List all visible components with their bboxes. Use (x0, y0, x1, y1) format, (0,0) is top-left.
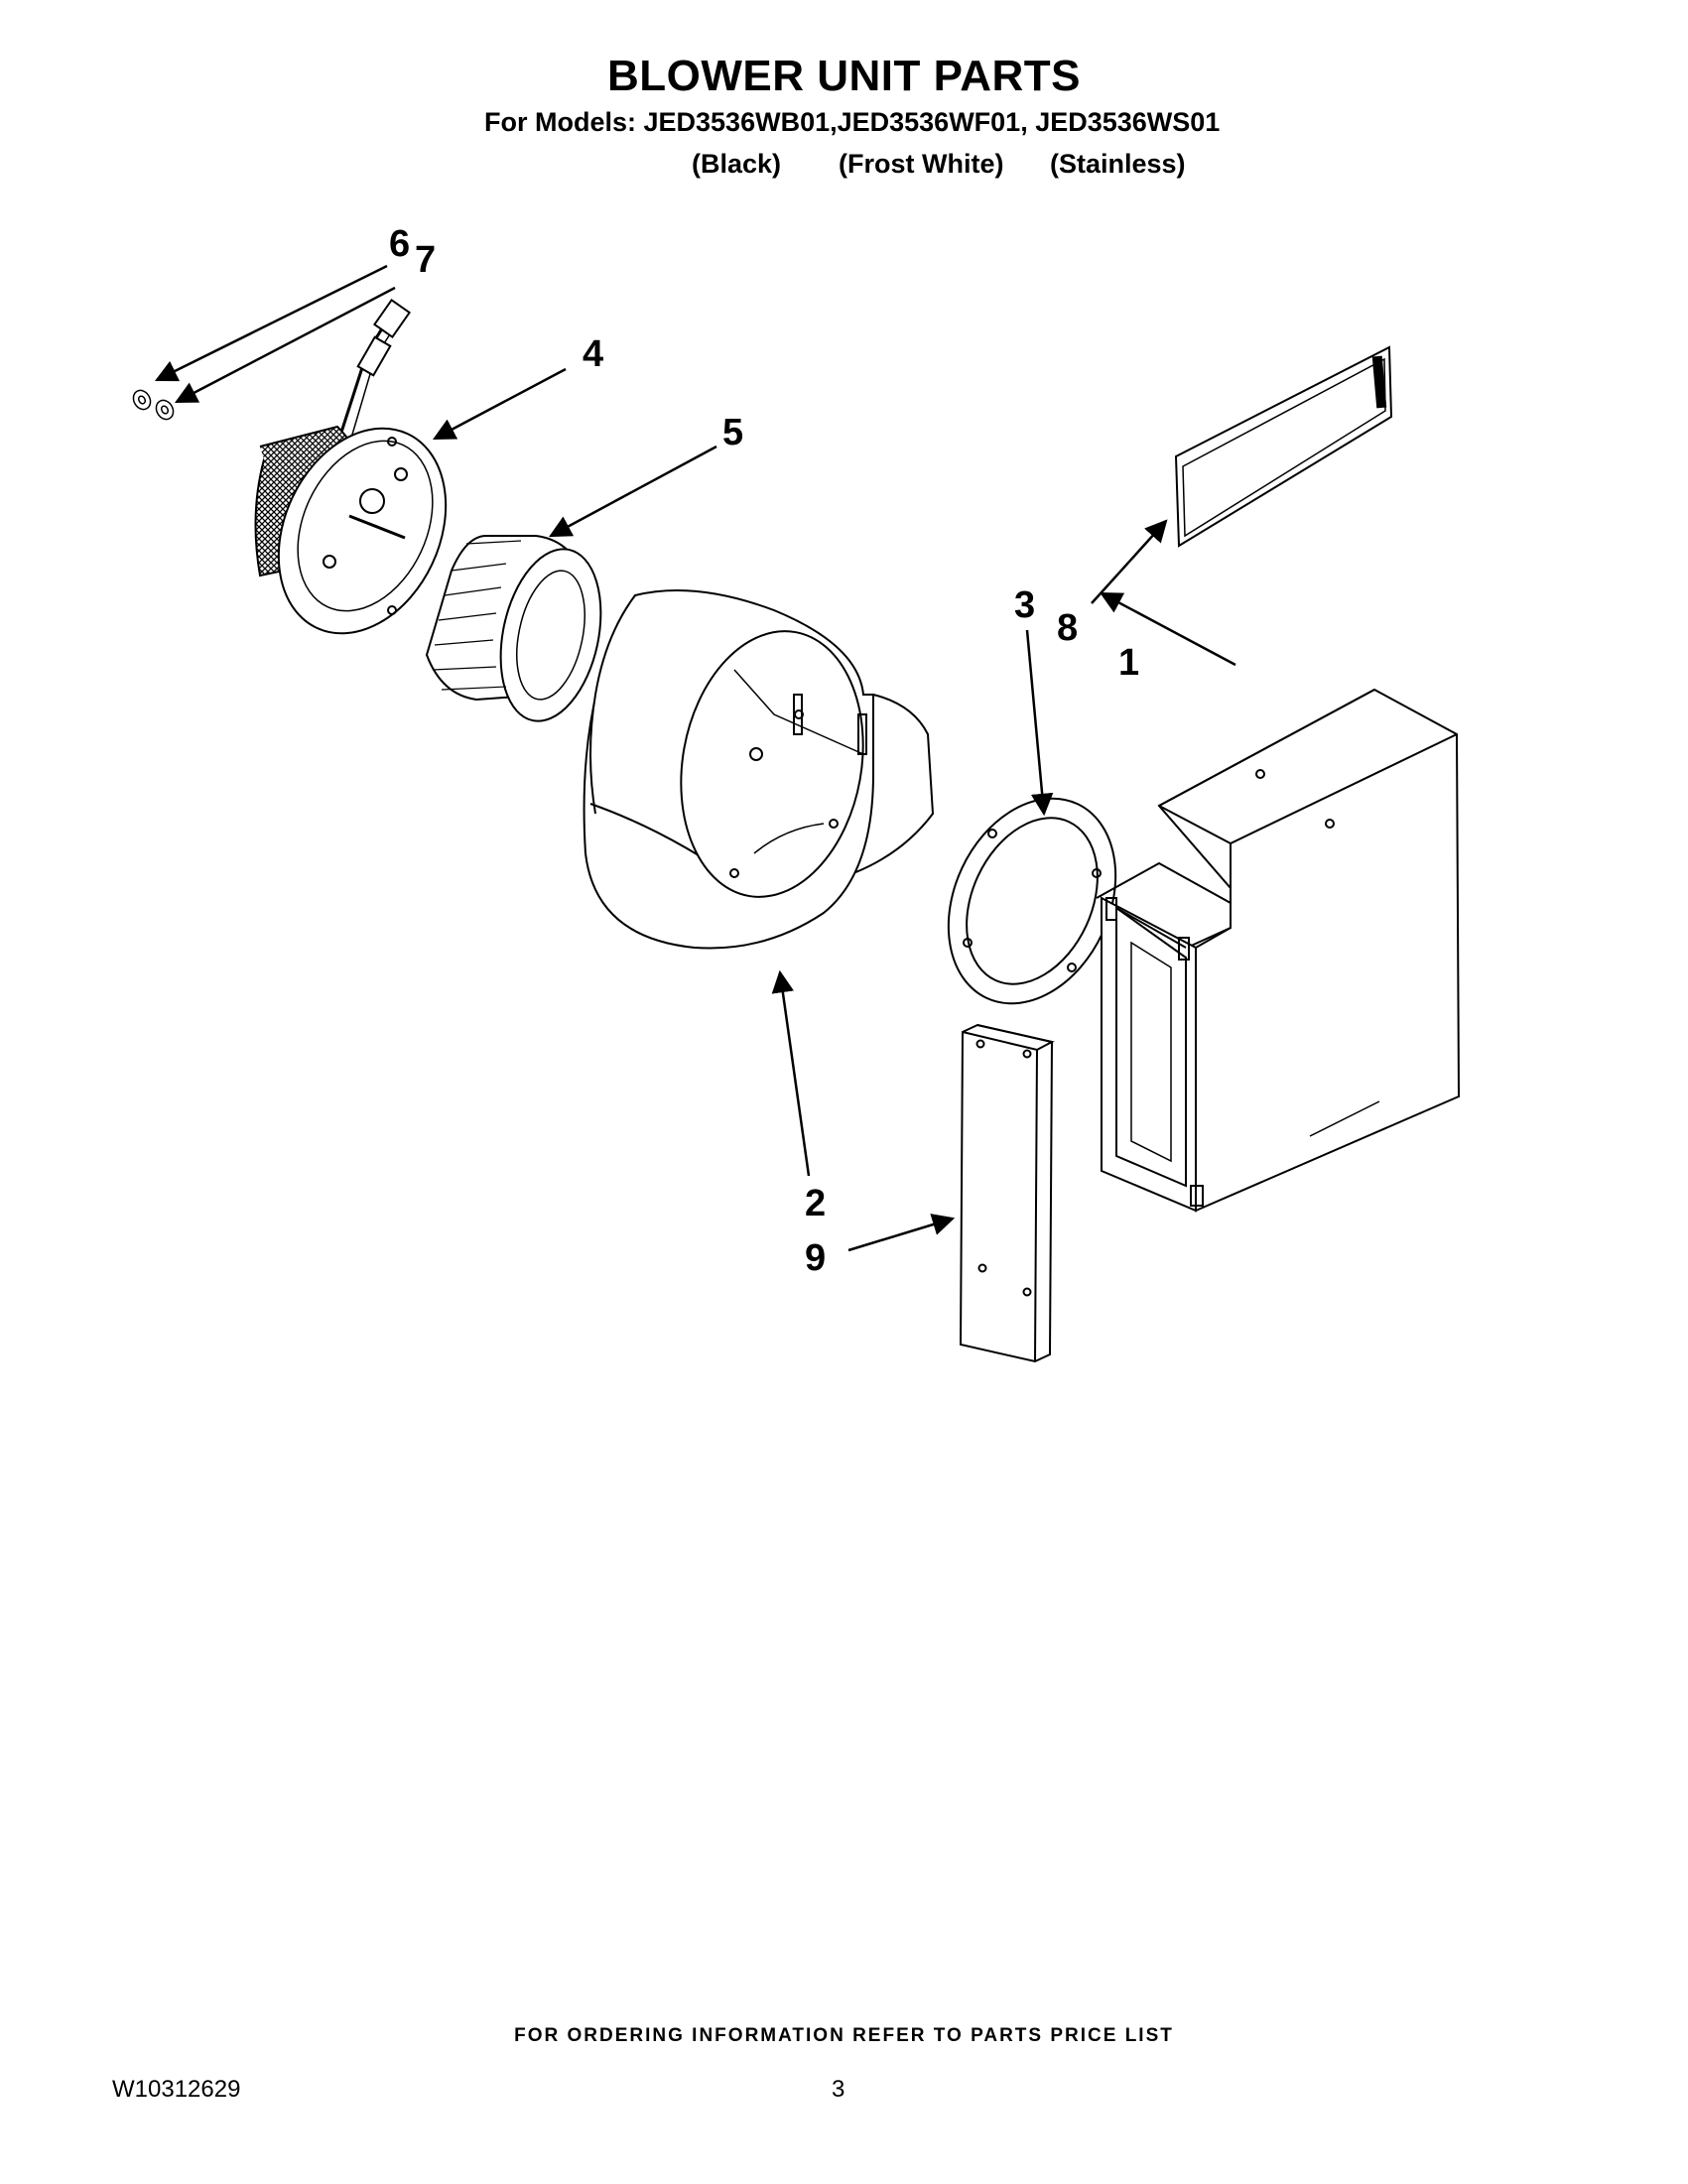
page-title: BLOWER UNIT PARTS (607, 52, 1081, 100)
variant-frost-white: (Frost White) (839, 149, 1004, 179)
variant-black: (Black) (692, 149, 782, 179)
cover-plate-part-9 (959, 1023, 1055, 1363)
variant-stainless: (Stainless) (1050, 149, 1186, 179)
document-number: W10312629 (112, 2076, 241, 2103)
callout-1: 1 (1118, 642, 1139, 684)
callout-8: 8 (1057, 607, 1078, 649)
callout-6: 6 (389, 223, 410, 265)
leader-arrows (154, 264, 1236, 1252)
leader-2 (771, 969, 811, 1177)
leader-6 (154, 264, 388, 382)
mounting-box-part-1 (1096, 688, 1461, 1213)
blower-housing-part-2 (583, 589, 935, 950)
leader-5 (549, 445, 717, 538)
callout-7: 7 (415, 239, 436, 281)
callout-9: 9 (805, 1237, 826, 1279)
leader-8 (1091, 519, 1168, 604)
filter-panel-part-8 (1174, 345, 1393, 548)
leader-9 (847, 1214, 956, 1252)
callout-3: 3 (1014, 584, 1035, 626)
callout-2: 2 (805, 1183, 826, 1224)
page-number: 3 (832, 2076, 845, 2103)
leader-4 (433, 367, 567, 441)
model-list: For Models: JED3536WB01,JED3536WF01, JED… (484, 107, 1221, 137)
ordering-note: FOR ORDERING INFORMATION REFER TO PARTS … (514, 2025, 1174, 2046)
blower-wheel-part-5 (425, 535, 602, 722)
washer-part-6 (132, 389, 152, 411)
washer-part-7 (155, 399, 175, 421)
leader-3 (1025, 629, 1054, 817)
blower-motor-part-4 (254, 299, 448, 635)
leader-7 (175, 286, 396, 404)
gasket-ring-part-3 (947, 797, 1117, 1005)
callout-5: 5 (722, 412, 743, 453)
callout-4: 4 (583, 333, 603, 375)
leader-1 (1100, 591, 1236, 667)
